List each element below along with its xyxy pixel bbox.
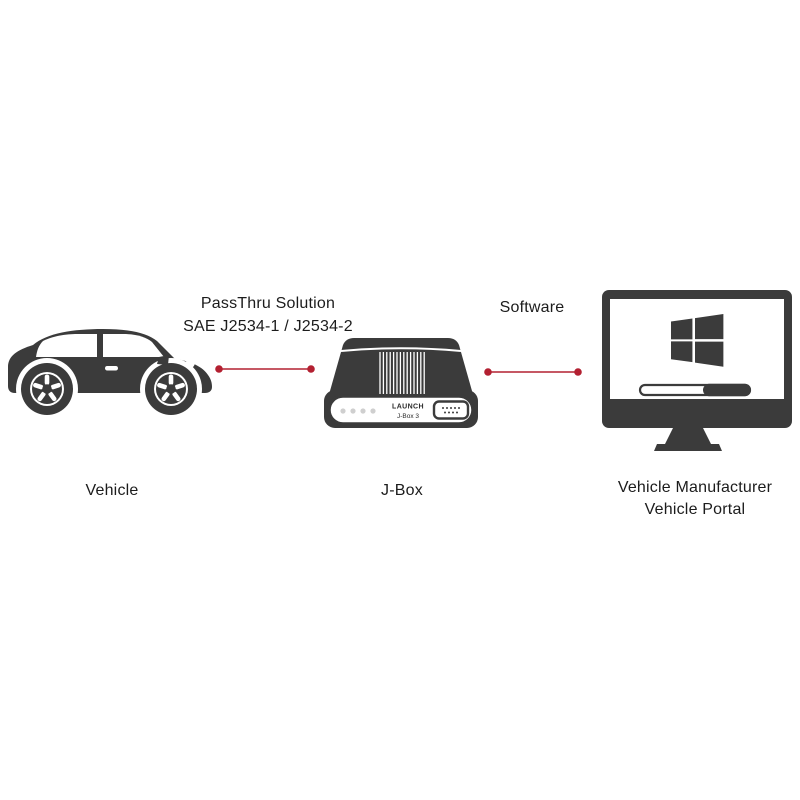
portal-caption: Vehicle Manufacturer Vehicle Portal (593, 477, 797, 521)
rib-vents (379, 352, 425, 394)
led-indicators (340, 408, 376, 414)
front-wheel (145, 363, 197, 415)
portal-caption-line1: Vehicle Manufacturer (617, 479, 773, 496)
connector-line-left (212, 361, 318, 377)
windows-logo-icon (671, 314, 724, 367)
progress-bar (638, 383, 752, 397)
connector-line-right (481, 364, 585, 380)
car-icon (7, 329, 213, 419)
portal-caption-line2: Vehicle Portal (644, 501, 746, 518)
vehicle-caption: Vehicle (85, 482, 139, 499)
software-label: Software (499, 299, 565, 316)
jbox-caption: J-Box (381, 482, 423, 499)
jbox-model-label: J-Box 3 (397, 413, 419, 420)
rear-wheel (21, 363, 73, 415)
passthru-label: PassThru Solution SAE J2534-1 / J2534-2 (118, 292, 418, 338)
launch-brand-label: LAUNCH (392, 404, 424, 411)
monitor-stand-neck (665, 428, 711, 444)
passthru-label-line2: SAE J2534-1 / J2534-2 (183, 318, 353, 335)
jbox-device-icon: LAUNCH J-Box 3 (322, 338, 480, 429)
monitor-windows-icon (602, 290, 792, 456)
passthru-label-line1: PassThru Solution (200, 295, 336, 312)
db9-connector (432, 400, 470, 420)
monitor-stand-base (654, 444, 722, 451)
